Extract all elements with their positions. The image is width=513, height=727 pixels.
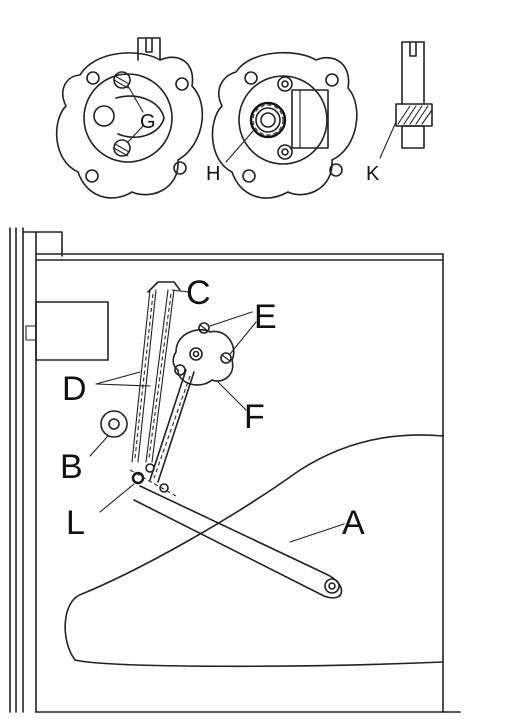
joint-l: L [66, 463, 177, 542]
label-d: D [62, 370, 87, 408]
guide-slot [64, 434, 444, 668]
label-b: B [60, 448, 83, 486]
hole-bottom-left [85, 169, 99, 183]
mounting-block [35, 301, 109, 361]
hole-top-left [86, 71, 100, 85]
springs-d: D [62, 289, 175, 463]
label-g: G [140, 111, 156, 133]
label-e: E [254, 298, 277, 336]
screw-e-top [198, 322, 210, 334]
screw-lower-g [113, 139, 131, 157]
label-k: K [366, 163, 380, 185]
label-c: C [186, 274, 211, 312]
hole-top-right [175, 77, 189, 91]
detail-plate-g: G [55, 37, 204, 199]
gear-h [249, 101, 287, 139]
hole-bottom-right [173, 161, 187, 175]
screw-upper-g [113, 71, 131, 89]
detail-shaft-k: K [366, 41, 433, 185]
label-h: H [206, 163, 220, 185]
pivot-b: B [60, 410, 128, 486]
label-l: L [66, 504, 85, 542]
screw-e-right [220, 352, 232, 364]
anchor-c: C [147, 274, 211, 312]
detail-plate-h: H [206, 51, 358, 199]
plate-f: E F [172, 298, 277, 436]
label-f: F [244, 398, 265, 436]
main-frame [9, 227, 461, 713]
linkage-rod [149, 369, 195, 483]
lever-arm-a: A [133, 485, 365, 599]
label-a: A [342, 504, 365, 542]
